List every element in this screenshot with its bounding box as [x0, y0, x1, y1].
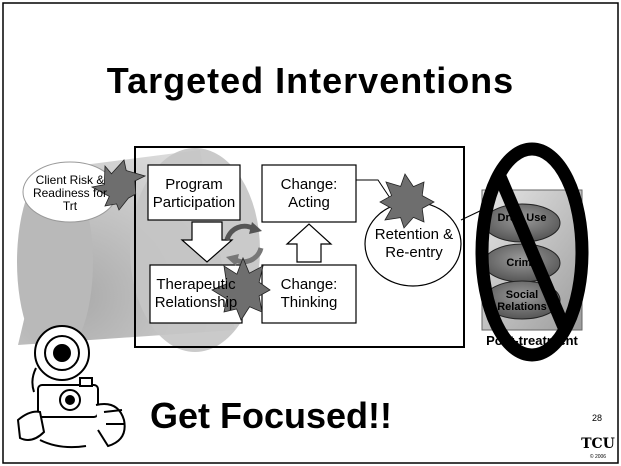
change-thinking-label: Change: Thinking	[280, 276, 338, 311]
connector-acting-retention	[356, 179, 391, 199]
starburst-icon	[211, 256, 271, 321]
client-risk-label: Client Risk & Readiness for Trt	[32, 173, 108, 213]
change-thinking-box	[261, 264, 357, 324]
starburst-icon	[90, 159, 147, 211]
copyright: © 2006	[589, 454, 607, 460]
slide-title: Targeted Interventions	[106, 60, 515, 101]
post-treatment-label: Post-treatment	[486, 333, 578, 348]
therapeutic-relationship-label: Therapeutic Relationship	[154, 276, 238, 311]
change-acting-box	[261, 164, 357, 223]
outcome-label-drug-use: Drug Use	[497, 212, 547, 224]
program-participation-label: Program Participation	[152, 176, 236, 211]
no-symbol-icon	[475, 142, 589, 362]
change-acting-label: Change: Acting	[280, 176, 338, 211]
outcome-label-social-relations: Social Relations	[497, 289, 547, 313]
down-arrow-icon	[180, 221, 234, 263]
outcome-label-crime: Crime	[506, 257, 538, 269]
tagline: Get Focused!!	[150, 395, 393, 436]
up-arrow-icon	[285, 223, 333, 263]
camera-person-icon	[16, 325, 126, 449]
connector-retention-post	[460, 209, 483, 221]
tcu-logo: TCU	[581, 436, 615, 452]
starburst-icon	[379, 173, 435, 229]
page-number: 28	[591, 413, 602, 423]
retention-reentry-label: Retention & Re-entry	[374, 226, 454, 261]
cycle-arrows-icon	[224, 222, 264, 266]
program-participation-box	[147, 164, 241, 221]
program-frame	[134, 146, 465, 348]
